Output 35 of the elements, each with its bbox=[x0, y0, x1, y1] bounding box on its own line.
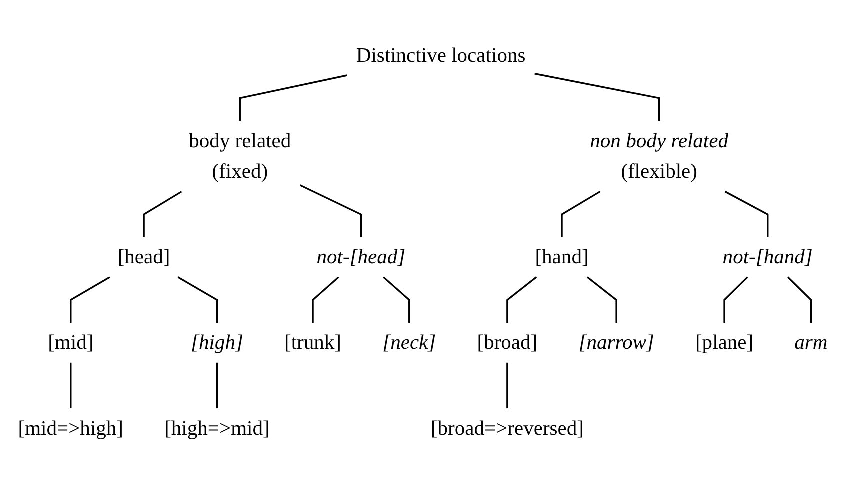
node-text: [mid] bbox=[48, 330, 94, 354]
connector bbox=[239, 74, 348, 122]
connector bbox=[70, 362, 72, 409]
connector bbox=[70, 276, 110, 323]
node-text: [hand] bbox=[535, 245, 589, 268]
node-text: [broad=>reversed] bbox=[430, 416, 584, 440]
connector bbox=[534, 73, 660, 122]
node-text: [high=>mid] bbox=[164, 416, 270, 440]
node-text: not-[head] bbox=[316, 245, 406, 268]
connector bbox=[506, 362, 508, 409]
node-text: [mid=>high] bbox=[18, 416, 124, 440]
node-text: [plane] bbox=[695, 330, 754, 354]
connector bbox=[312, 276, 340, 323]
connector bbox=[787, 276, 812, 323]
node-text: Distinctive locations bbox=[356, 44, 526, 66]
node-text: [neck] bbox=[382, 330, 436, 354]
connector bbox=[300, 184, 362, 238]
node-text: not-[hand] bbox=[722, 245, 813, 268]
node-text: [broad] bbox=[477, 330, 538, 354]
node-text: [narrow] bbox=[578, 330, 654, 354]
connector bbox=[586, 276, 618, 323]
node-text: arm bbox=[794, 330, 828, 354]
connector bbox=[216, 362, 218, 409]
connector bbox=[383, 276, 410, 323]
node-text: [head] bbox=[118, 245, 170, 268]
connector bbox=[724, 191, 769, 238]
node-text: [high] bbox=[190, 330, 244, 354]
connector bbox=[178, 276, 218, 323]
connector bbox=[143, 191, 182, 238]
node-text: non body related (flexible) bbox=[590, 129, 729, 183]
connector bbox=[724, 276, 748, 323]
connector bbox=[561, 191, 601, 238]
node-text: [trunk] bbox=[284, 330, 342, 354]
connector bbox=[506, 276, 538, 323]
node-text: body related (fixed) bbox=[189, 129, 292, 183]
